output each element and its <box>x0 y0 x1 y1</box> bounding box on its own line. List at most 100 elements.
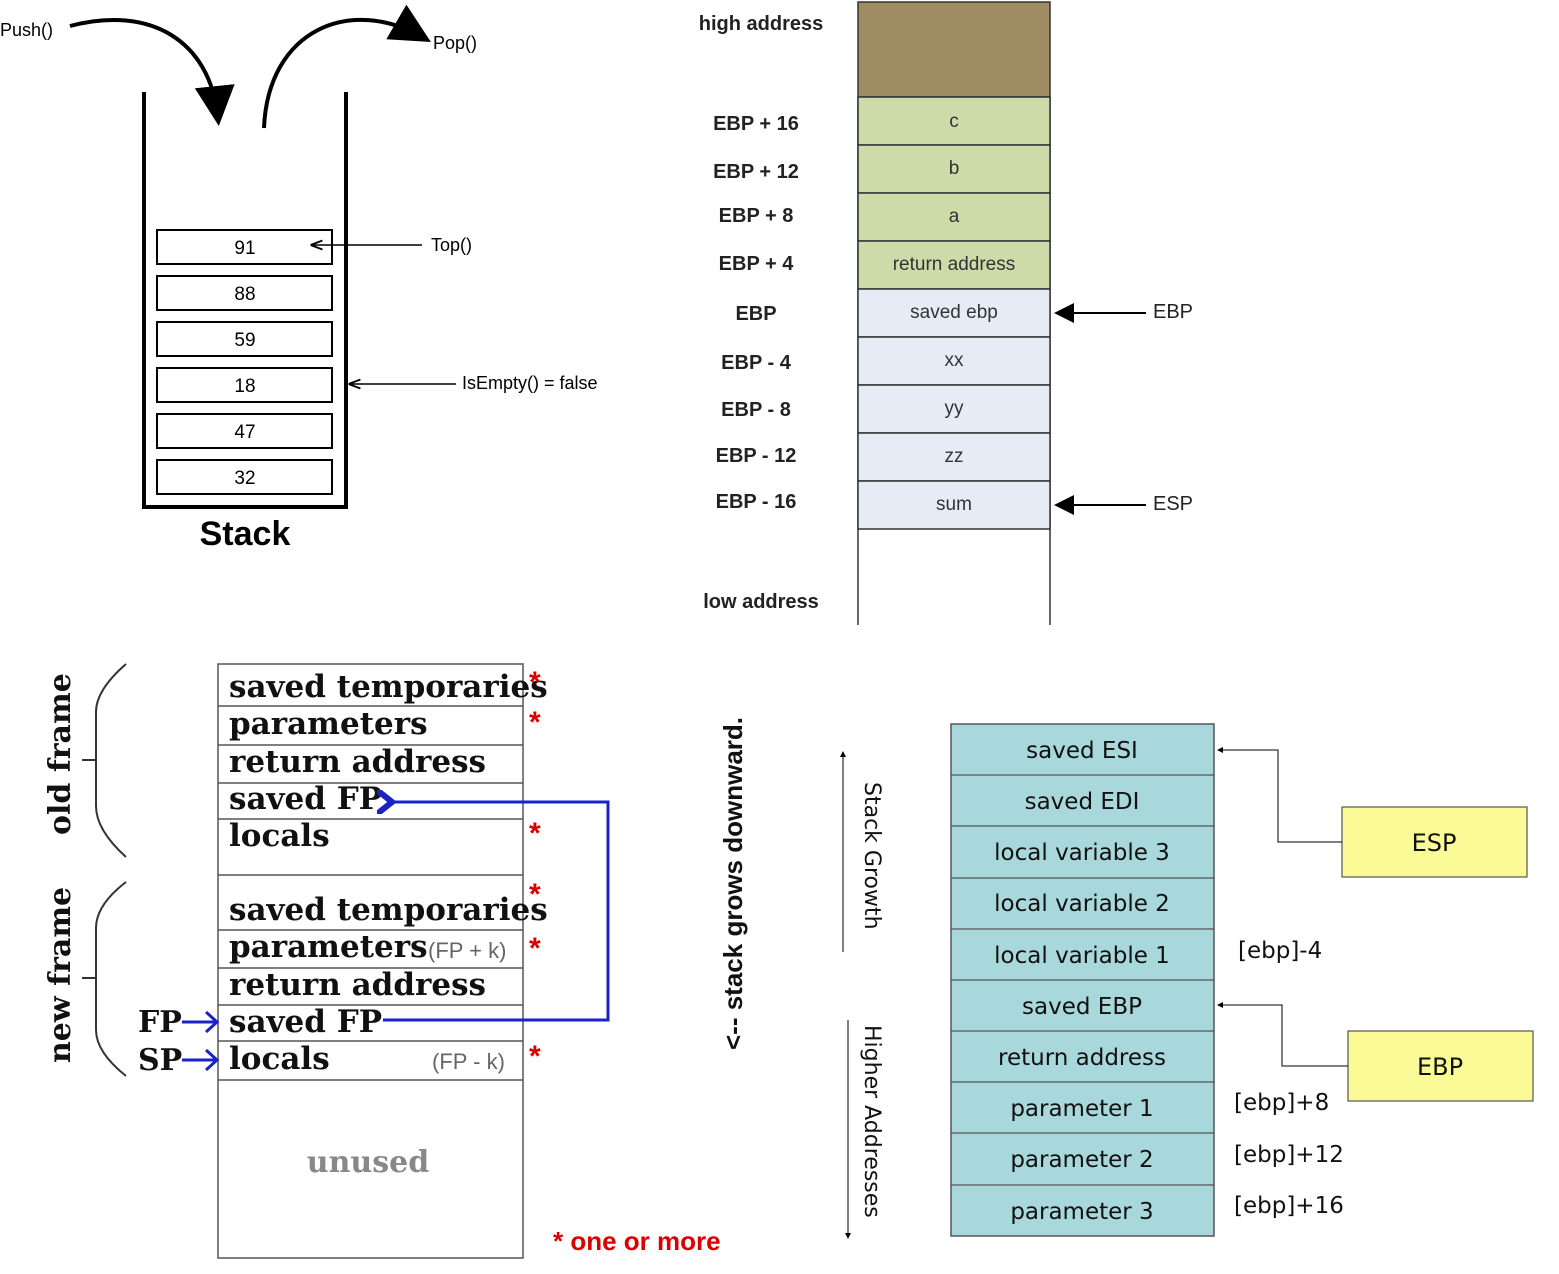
esp-ebp-cell: saved EDI <box>1025 789 1140 815</box>
frame-cell-text: saved ebp <box>910 302 998 323</box>
esp-link-arrow <box>1217 747 1342 843</box>
stack-item-box <box>156 229 333 265</box>
esp-ebp-cell: parameter 3 <box>1010 1199 1153 1225</box>
frame-cell-text: return address <box>893 254 1016 275</box>
offset-param-3: [ebp]+16 <box>1234 1193 1344 1219</box>
esp-ebp-cell: local variable 1 <box>994 943 1170 969</box>
frame-cell <box>857 432 1051 482</box>
offset-label: EBP - 8 <box>721 399 791 421</box>
frame-cell-text: yy <box>945 398 965 419</box>
stack-items: 91 88 59 18 47 32 <box>156 229 333 495</box>
ebp-link-arrow <box>1217 1002 1348 1067</box>
esp-ebp-cell: parameter 1 <box>1010 1096 1153 1122</box>
frame-cell-text: zz <box>945 446 964 467</box>
star-marker: * <box>529 878 541 911</box>
unused-label: unused <box>307 1145 429 1180</box>
new-frame-label: new frame <box>43 887 78 1063</box>
esp-ebp-cell: return address <box>998 1045 1166 1071</box>
push-arrow <box>69 18 235 126</box>
isempty-label: IsEmpty() = false <box>462 373 598 393</box>
frames-container <box>217 663 524 1259</box>
top-label: Top() <box>431 235 472 255</box>
fp-plus-k: (FP + k) <box>428 938 506 963</box>
frame-cell-text: sum <box>936 494 972 515</box>
frame-cell-text: c <box>949 111 959 132</box>
star-marker: * <box>529 1040 541 1073</box>
stack-item-value: 47 <box>234 422 255 443</box>
esp-ebp-cell: parameter 2 <box>1010 1147 1153 1173</box>
stack-title: Stack <box>200 515 291 553</box>
ebp-pointer-label: EBP <box>1153 301 1193 323</box>
esp-ebp-cell: local variable 3 <box>994 840 1170 866</box>
offset-label: EBP <box>735 303 776 325</box>
frame-layout-diagram: high address low address c b a return ad… <box>699 1 1193 625</box>
old-frame-brace <box>95 663 127 858</box>
new-frame-row: return address <box>229 967 486 1003</box>
frames-diagram: saved temporaries parameters return addr… <box>43 663 748 1259</box>
offset-label: EBP - 16 <box>716 491 797 513</box>
stack-item-box <box>156 413 333 449</box>
frame-cell-text: b <box>949 158 960 179</box>
old-frame-label: old frame <box>43 673 78 835</box>
frame-cell-text: xx <box>945 350 965 371</box>
fp-label: FP <box>138 1005 182 1040</box>
stack-item-value: 18 <box>234 376 255 397</box>
esp-ebp-cell: local variable 2 <box>994 891 1170 917</box>
offset-label: EBP + 8 <box>719 205 794 227</box>
frame-cell-text: a <box>949 206 960 227</box>
one-or-more-note: * one or more <box>553 1226 721 1256</box>
stack-item-value: 91 <box>234 238 255 259</box>
high-address-label: high address <box>699 13 823 35</box>
old-frame-row: locals <box>229 818 330 854</box>
frame-cell <box>857 240 1051 290</box>
ebp-register-box <box>1347 1030 1534 1102</box>
ebp-register-label: EBP <box>1417 1053 1463 1081</box>
stack-item-box <box>156 459 333 495</box>
stack-diagram: Push() Pop() 91 88 59 18 47 32 Top() IsE… <box>0 4 598 553</box>
star-marker: * <box>529 817 541 850</box>
new-frame-row: saved temporaries <box>229 892 548 928</box>
esp-ebp-cell: saved EBP <box>1022 994 1142 1020</box>
upper-stack-block <box>857 1 1051 98</box>
stack-item-box <box>156 321 333 357</box>
new-frame-row: saved FP <box>229 1004 382 1040</box>
esp-ebp-cell: saved ESI <box>1026 738 1138 764</box>
stack-item-box <box>156 367 333 403</box>
star-marker: * <box>529 932 541 965</box>
frame-cell <box>857 336 1051 386</box>
old-frame-row: saved temporaries <box>229 669 548 705</box>
low-address-label: low address <box>703 591 819 613</box>
stack-growth-label: Stack Growth <box>859 782 884 930</box>
new-frame-brace <box>95 881 127 1077</box>
stack-item-value: 32 <box>234 468 255 489</box>
frame-cell <box>857 384 1051 434</box>
frame-cell <box>857 480 1051 530</box>
new-frame-row: locals <box>229 1041 330 1077</box>
offset-label: EBP - 4 <box>721 352 792 374</box>
offset-label: EBP + 12 <box>713 161 799 183</box>
old-frame-row: saved FP <box>229 781 382 817</box>
stack-container <box>142 92 348 509</box>
esp-pointer-label: ESP <box>1153 493 1193 515</box>
fp-minus-k: (FP - k) <box>432 1049 505 1074</box>
star-marker: * <box>529 666 541 699</box>
saved-fp-link-arrow <box>383 802 610 1022</box>
stack-grows-label: <-- stack grows downward. <box>718 717 748 1050</box>
offset-label: EBP + 16 <box>713 113 799 135</box>
push-label: Push() <box>0 20 53 40</box>
stack-item-value: 88 <box>234 284 255 305</box>
higher-addresses-label: Higher Addresses <box>859 1025 884 1218</box>
pop-arrow <box>262 4 431 129</box>
offset-param-2: [ebp]+12 <box>1234 1142 1344 1168</box>
esp-register-label: ESP <box>1412 829 1457 857</box>
offset-label: EBP - 12 <box>716 445 797 467</box>
stack-item-box <box>156 275 333 311</box>
esp-ebp-diagram: saved ESI saved EDI local variable 3 loc… <box>840 723 1534 1239</box>
offset-param-1: [ebp]+8 <box>1234 1090 1329 1116</box>
stack-item-value: 59 <box>234 330 255 351</box>
old-frame-row: parameters <box>229 706 428 742</box>
frame-cell <box>857 96 1051 146</box>
offset-local-1: [ebp]-4 <box>1238 938 1322 964</box>
star-marker: * <box>529 706 541 739</box>
